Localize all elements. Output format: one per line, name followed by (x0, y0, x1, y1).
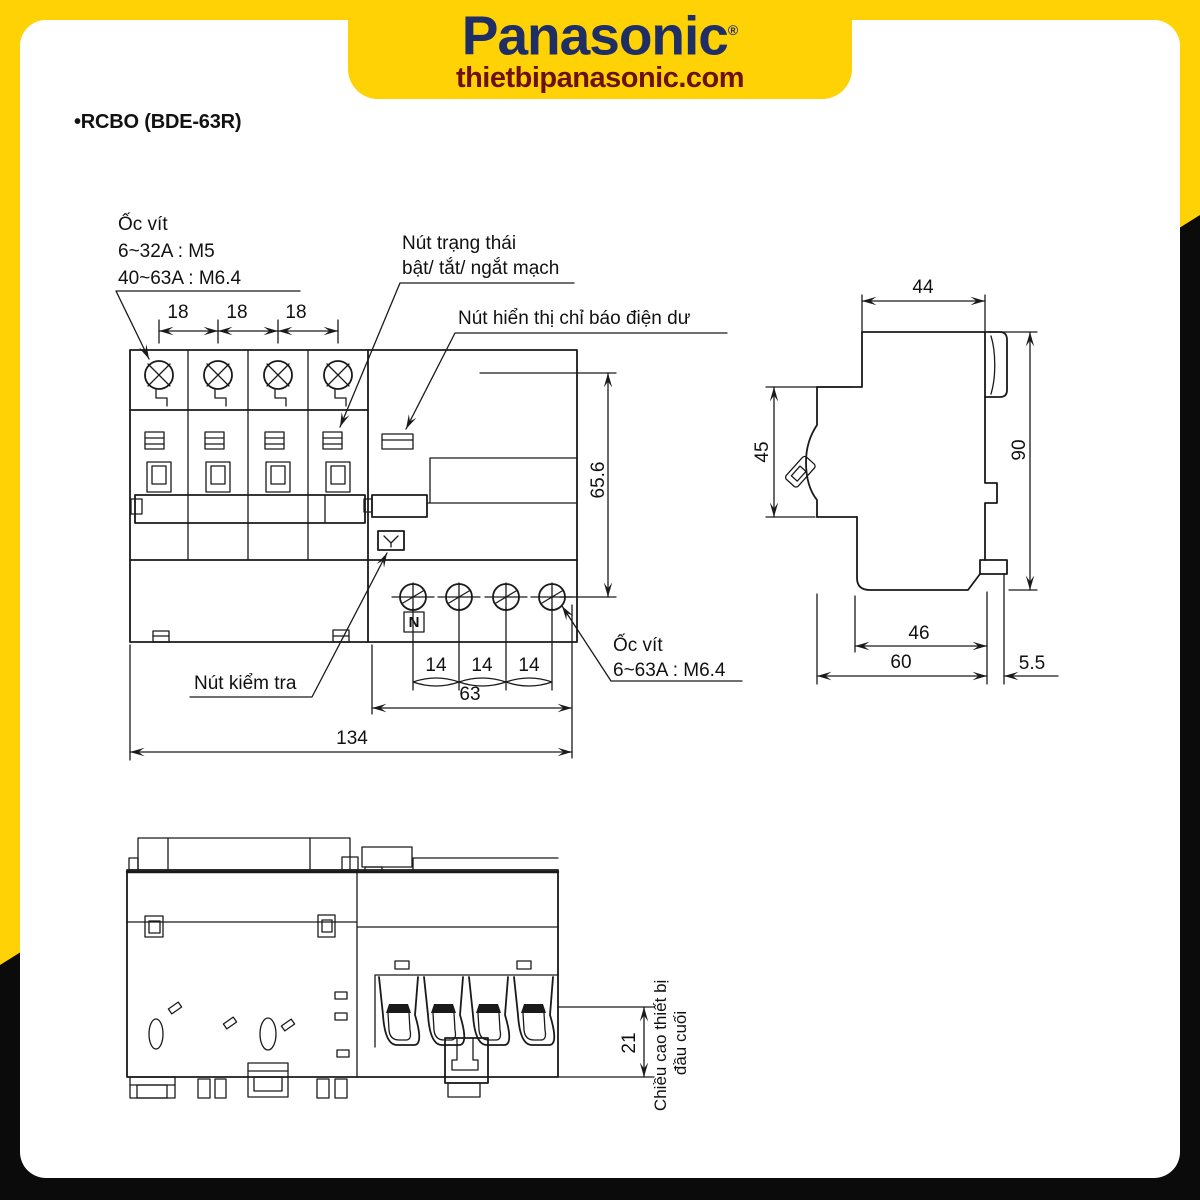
svg-text:44: 44 (912, 277, 934, 298)
rcd-block (371, 494, 428, 518)
svg-text:46: 46 (908, 623, 929, 644)
dim-terminal-pitch: 14 14 14 (412, 607, 553, 691)
svg-text:Ốc vít: Ốc vít (118, 213, 168, 235)
svg-text:63: 63 (459, 684, 480, 705)
dim-total-height: 90 (988, 331, 1038, 591)
website-text: thietbipanasonic.com (455, 62, 745, 95)
svg-text:Ốc vít: Ốc vít (613, 634, 663, 656)
svg-text:18: 18 (167, 302, 188, 323)
pole-terminals (146, 461, 351, 493)
label-bottom-screw: Ốc vít 6~63A : M6.4 (561, 605, 743, 682)
svg-text:Nút kiểm tra: Nút kiểm tra (194, 673, 297, 694)
svg-text:65.6: 65.6 (588, 462, 609, 499)
panasonic-logo: Panasonic® (461, 4, 739, 67)
page-title: •RCBO (BDE-63R) (74, 111, 242, 133)
dim-top-width: 44 (861, 277, 986, 332)
svg-text:40~63A : M6.4: 40~63A : M6.4 (118, 268, 241, 289)
svg-text:6~63A : M6.4: 6~63A : M6.4 (613, 660, 726, 681)
bottom-feet (129, 1062, 348, 1099)
terminal-height-caption: Chiều cao thiết bị đầu cuối (651, 975, 690, 1111)
dim-pole-pitch: 18 18 18 (158, 302, 339, 344)
label-status-button: Nút trạng thái bật/ tắt/ ngắt mạch (339, 233, 575, 428)
bottom-view: 21 Chiều cao thiết bị đầu cuối (125, 837, 690, 1111)
svg-text:90: 90 (1009, 439, 1030, 460)
dim-terminal-span: 63 (371, 604, 573, 759)
logo-tab: Panasonic® thietbipanasonic.com (348, 0, 852, 99)
bottom-screws (391, 582, 574, 612)
dim-width: 134 (129, 644, 573, 761)
test-button (377, 530, 405, 551)
handle-bar (134, 494, 366, 524)
front-view: N Ốc vít 6~32A : M5 40~63A : M6.4 Nút tr… (115, 213, 743, 761)
svg-text:Nút trạng thái: Nút trạng thái (402, 233, 516, 254)
svg-text:60: 60 (890, 652, 911, 673)
dim-height: 65.6 (479, 372, 617, 598)
dim-rail-depth: 5.5 (1003, 653, 1059, 681)
terminal-funnels (374, 960, 559, 1048)
neutral-marker: N (403, 611, 425, 633)
svg-text:45: 45 (752, 441, 773, 462)
din-clip (444, 1037, 489, 1098)
dim-bottom-width: 60 (816, 593, 988, 685)
svg-text:5.5: 5.5 (1019, 653, 1045, 674)
residual-indicator-window (381, 433, 414, 450)
label-top-screw: Ốc vít 6~32A : M5 40~63A : M6.4 (115, 213, 301, 360)
top-screws (144, 360, 353, 407)
svg-text:18: 18 (226, 302, 247, 323)
svg-text:Nút hiển thị chỉ báo điện dư: Nút hiển thị chỉ báo điện dư (458, 308, 691, 329)
svg-text:bật/ tắt/ ngắt mạch: bật/ tắt/ ngắt mạch (402, 257, 559, 279)
svg-text:6~32A : M5: 6~32A : M5 (118, 241, 215, 262)
dim-front-height: 45 (752, 386, 853, 518)
label-residual-indicator: Nút hiển thị chỉ báo điện dư (405, 308, 728, 430)
neutral-marker-label: N (409, 614, 420, 631)
svg-text:21: 21 (619, 1032, 640, 1053)
svg-text:18: 18 (285, 302, 306, 323)
side-toggle-handle (784, 455, 816, 488)
label-test-button: Nút kiểm tra (189, 552, 388, 698)
svg-text:14: 14 (425, 655, 447, 676)
side-view: 44 45 90 46 60 5.5 (752, 277, 1059, 685)
registered-mark: ® (727, 22, 739, 38)
status-windows (144, 431, 414, 450)
dim-terminal-height: 21 (557, 1006, 655, 1078)
svg-text:134: 134 (336, 728, 368, 749)
svg-text:14: 14 (471, 655, 493, 676)
svg-text:14: 14 (518, 655, 540, 676)
dim-inner-bottom-width: 46 (854, 573, 1005, 685)
